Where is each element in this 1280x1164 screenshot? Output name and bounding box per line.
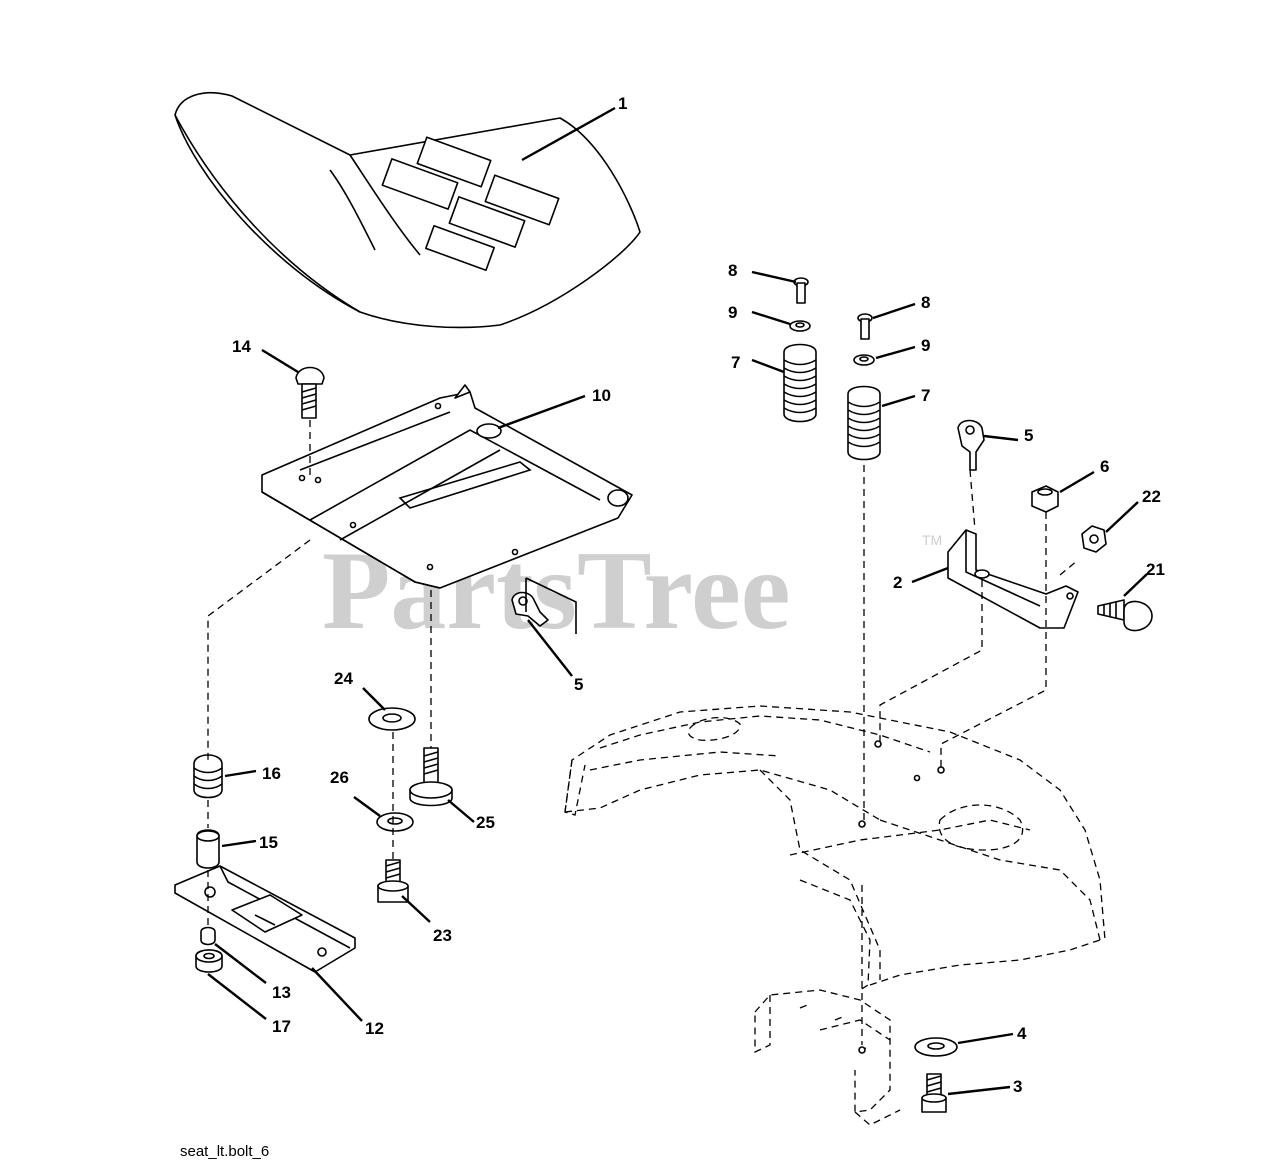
callout-9-right: 9: [921, 336, 930, 355]
bushing-13: [200, 926, 216, 946]
washer-9-right: [853, 354, 875, 366]
clip-right: [957, 419, 985, 471]
callout-14: 14: [232, 337, 251, 356]
callout-16: 16: [262, 764, 281, 783]
bolt-8-right: [857, 313, 873, 340]
callout-7-right: 7: [921, 386, 930, 405]
callout-8-left: 8: [728, 261, 737, 280]
spring-7-left: [783, 343, 817, 423]
callout-17: 17: [272, 1017, 291, 1036]
leader-lines: [207, 106, 1148, 1096]
washer-4: [914, 1037, 958, 1057]
callout-13: 13: [272, 983, 291, 1002]
spring-7-right: [847, 385, 881, 461]
callout-23: 23: [433, 926, 452, 945]
nut-22: [1081, 525, 1107, 553]
watermark-trademark: TM: [922, 532, 942, 548]
washer-24: [368, 707, 416, 731]
lockwasher-26: [376, 812, 414, 832]
callout-5-left: 5: [574, 675, 583, 694]
callout-25: 25: [476, 813, 495, 832]
spacer-15: [196, 829, 220, 869]
callout-24: 24: [334, 669, 353, 688]
callout-8-right: 8: [921, 293, 930, 312]
callout-1: 1: [618, 94, 627, 113]
callout-3: 3: [1013, 1077, 1022, 1096]
fender-frame: [564, 705, 1106, 1126]
bolt-21: [1097, 599, 1153, 632]
callout-10: 10: [592, 386, 611, 405]
diagram-caption: seat_lt.bolt_6: [180, 1143, 269, 1160]
seat: [174, 92, 641, 329]
seat-pan: [261, 384, 633, 589]
assembly-lines: [207, 420, 1079, 1045]
bracket-12: [174, 865, 356, 973]
bolt-3: [921, 1073, 947, 1113]
spring-16: [193, 754, 223, 799]
callout-26: 26: [330, 768, 349, 787]
bolt-8-left: [793, 277, 809, 304]
nut-17: [195, 949, 223, 973]
carriage-bolt: [295, 366, 325, 419]
nut-6: [1031, 485, 1059, 513]
callout-labels: 1 14 10 5 24 26 25 23 16 15 13 17 12 8 9…: [232, 94, 1165, 1096]
callout-21: 21: [1146, 560, 1165, 579]
callout-7-left: 7: [731, 353, 740, 372]
washer-9-left: [789, 320, 811, 332]
callout-6: 6: [1100, 457, 1109, 476]
bolt-23: [377, 859, 409, 903]
callout-22: 22: [1142, 487, 1161, 506]
callout-4: 4: [1017, 1024, 1027, 1043]
callout-12: 12: [365, 1019, 384, 1038]
callout-9-left: 9: [728, 303, 737, 322]
bracket-2: [947, 529, 1079, 629]
shoulder-bolt-25: [409, 747, 453, 807]
callout-15: 15: [259, 833, 278, 852]
callout-2: 2: [893, 573, 902, 592]
clip-left: [511, 577, 577, 634]
callout-5-right: 5: [1024, 426, 1033, 445]
